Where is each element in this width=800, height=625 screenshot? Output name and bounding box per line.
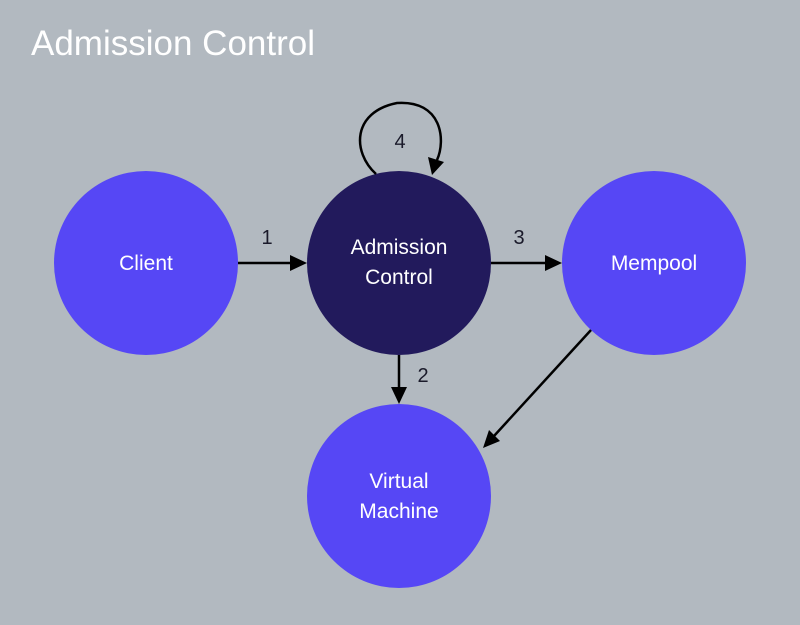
node-admission-control-circle	[307, 171, 491, 355]
edge-client-to-admission	[238, 255, 307, 271]
arrowhead-icon	[428, 157, 444, 175]
node-admission-control-label-line1: Admission	[351, 236, 448, 259]
node-admission-control[interactable]: Admission Control	[307, 171, 491, 355]
edge-label-3: 3	[513, 227, 524, 249]
arrowhead-icon	[391, 387, 407, 404]
edge-mempool-to-vm	[483, 329, 592, 448]
edge-admission-self-loop	[358, 101, 444, 175]
edge-admission-to-vm	[391, 355, 407, 404]
node-mempool-label: Mempool	[611, 252, 697, 275]
node-mempool[interactable]: Mempool	[562, 171, 746, 355]
node-virtual-machine-circle	[307, 404, 491, 588]
node-client-circle	[54, 171, 238, 355]
arrowhead-icon	[545, 255, 562, 271]
node-admission-control-label-line2: Control	[365, 266, 433, 289]
arrowhead-icon	[483, 430, 500, 448]
edge-line	[493, 329, 592, 437]
edge-admission-to-mempool	[491, 255, 562, 271]
node-mempool-circle	[562, 171, 746, 355]
arrowhead-icon	[290, 255, 307, 271]
node-virtual-machine-label-line1: Virtual	[369, 470, 428, 493]
edge-label-1: 1	[261, 227, 272, 249]
node-client[interactable]: Client	[54, 171, 238, 355]
node-virtual-machine[interactable]: Virtual Machine	[307, 404, 491, 588]
edge-self-loop-path	[358, 101, 443, 175]
node-client-label: Client	[119, 252, 173, 275]
edge-label-2: 2	[417, 365, 428, 387]
node-virtual-machine-label-line2: Machine	[359, 500, 438, 523]
edge-label-4: 4	[394, 131, 405, 153]
page-title: Admission Control	[31, 24, 315, 63]
